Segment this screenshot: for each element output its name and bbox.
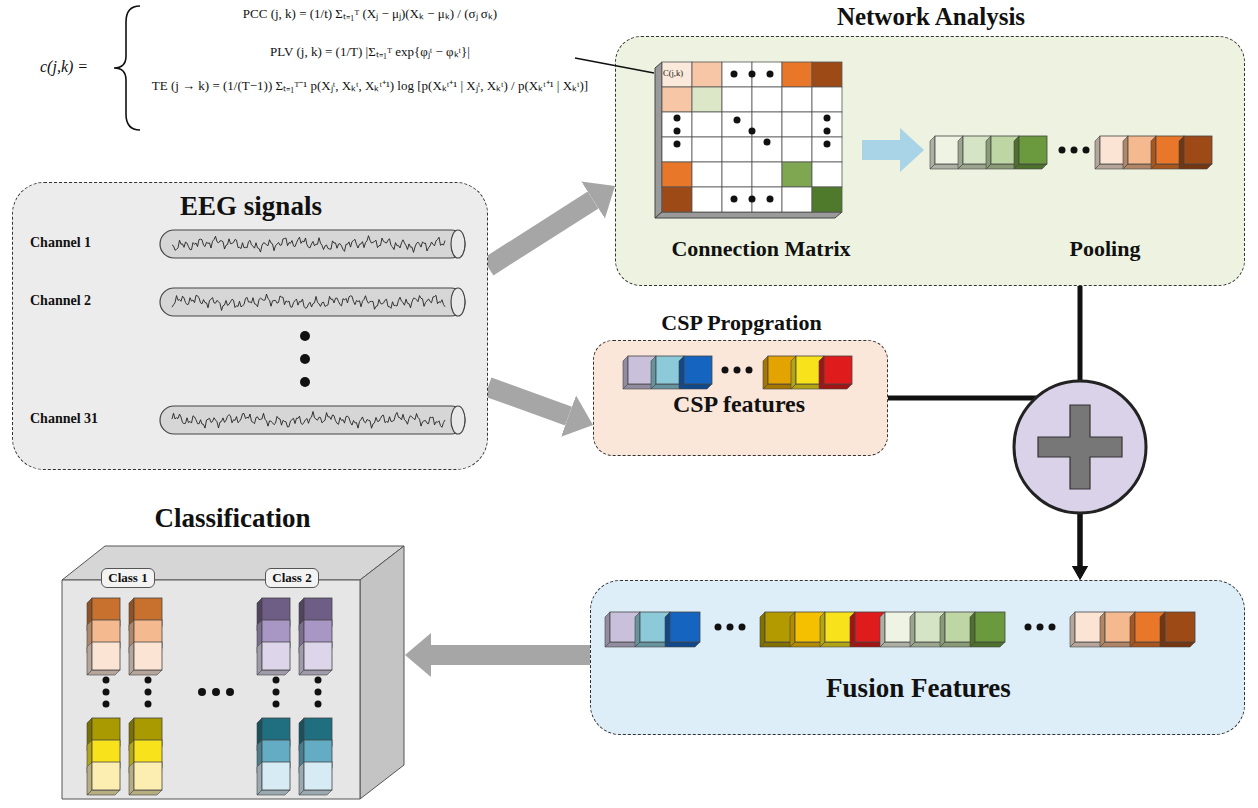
node-heading: Class 1: [108, 571, 147, 586]
box-right: [360, 546, 404, 799]
channel-label: Channel 31: [30, 411, 155, 428]
formula-brace: [114, 6, 140, 130]
flow-arrow: [431, 645, 590, 665]
plus-symbol: [1038, 405, 1122, 489]
node-heading: Classification: [60, 503, 405, 534]
class-tag: Class 2: [265, 568, 318, 589]
channel-label: Channel 2: [30, 293, 155, 310]
node-heading: Fusion Features: [591, 673, 1246, 704]
formula-symbol: c(j,k) =: [40, 57, 124, 76]
fusion-panel: Fusion Features: [590, 580, 1245, 735]
panel-caption: Connection Matrix: [636, 236, 886, 262]
fusion-operator: [1014, 381, 1146, 513]
class-tag: Class 1: [101, 568, 154, 589]
node-body: CSP features: [669, 391, 809, 419]
node-heading: Class 2: [272, 571, 311, 586]
merge-arrow: [888, 398, 1080, 566]
classifier-box: Class 1Class 2Classification: [60, 545, 405, 800]
flow-arrow: [488, 387, 569, 416]
node-heading: CSP Propgration: [594, 310, 889, 335]
formula-line: PLV (j, k) = (1/T) |Σₜ₌₁ᵀ exp{φⱼᵗ − φₖᵗ}…: [150, 44, 590, 60]
node-heading: Network Analysis: [616, 3, 1246, 32]
merge-arrow: [1078, 286, 1083, 566]
channel-label: Channel 1: [30, 235, 155, 252]
formula-line: PCC (j, k) = (1/t) Σₜ₌₁ᵀ (Xⱼ − μⱼ)(Xₖ − …: [150, 6, 590, 22]
panel-caption: Pooling: [1040, 236, 1170, 262]
flow-arrow: [488, 200, 593, 267]
feature-panel: CSP PropgrationCSP features: [593, 340, 888, 456]
box-front: [62, 580, 360, 799]
node-heading: EEG signals: [13, 191, 489, 222]
cell-label: C(j,k): [663, 68, 693, 78]
formula-line: TE (j → k) = (1/(T−1)) Σₜ₌₁ᵀ⁻¹ p(Xⱼᵗ, Xₖ…: [150, 78, 590, 94]
fusion-circle: [1014, 381, 1146, 513]
input-panel: EEG signals: [12, 182, 488, 470]
